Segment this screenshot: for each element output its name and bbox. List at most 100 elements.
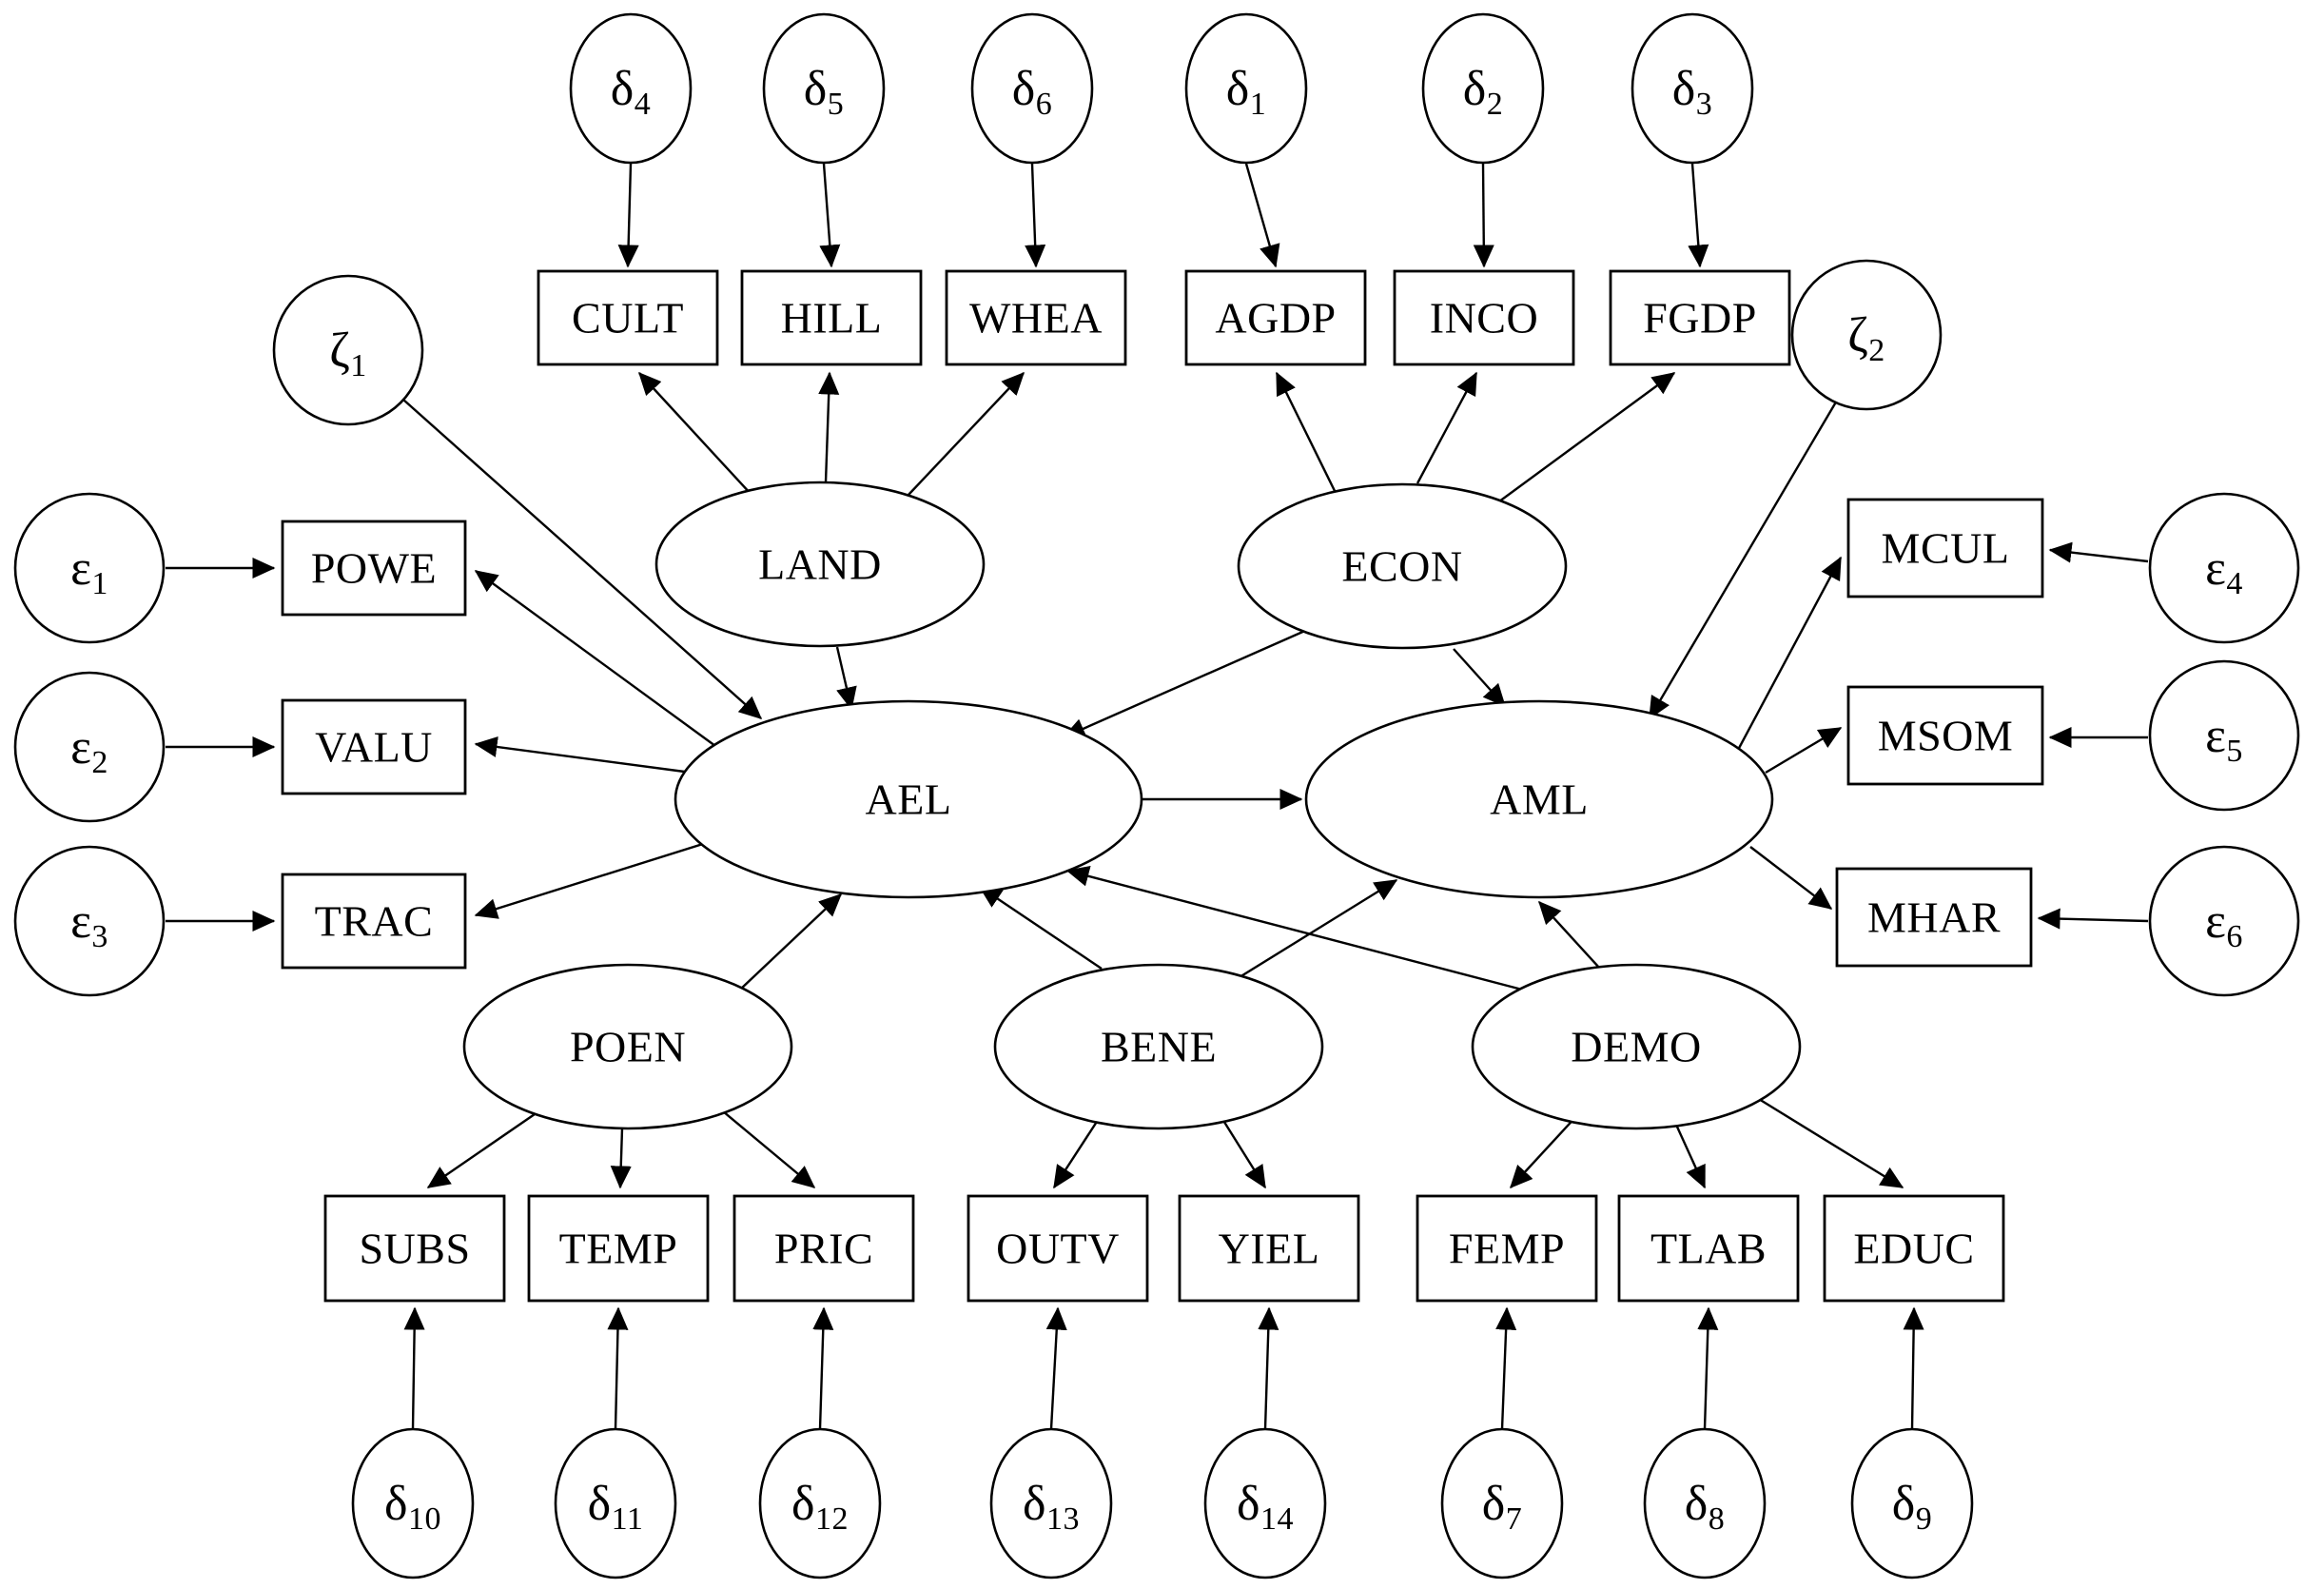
error-term-shape-e6 xyxy=(2148,845,2300,997)
observed-variable-whea: WHEA xyxy=(945,269,1127,366)
node-label-POWE: POWE xyxy=(311,544,437,593)
observed-variable-hill: HILL xyxy=(740,269,923,366)
node-label-OUTV: OUTV xyxy=(996,1225,1120,1273)
node-label-d14: δ14 xyxy=(1237,1477,1294,1537)
observed-variable-fgdp: FGDP xyxy=(1609,269,1791,366)
node-label-FGDP: FGDP xyxy=(1643,294,1757,343)
node-label-d8: δ8 xyxy=(1685,1477,1726,1537)
observed-variable-outv: OUTV xyxy=(967,1194,1149,1303)
node-label-e3: ε3 xyxy=(70,894,108,954)
edges-layer xyxy=(166,163,2149,1430)
node-label-AGDP: AGDP xyxy=(1215,294,1336,343)
node-label-z2: ζ2 xyxy=(1847,308,1885,368)
edge-d12-to-PRIC xyxy=(812,1306,834,1430)
node-label-d11: δ11 xyxy=(588,1477,644,1537)
edge-d6-to-WHEA xyxy=(1025,163,1046,268)
disturbance-z1: ζ1 xyxy=(272,274,424,426)
node-label-d7: δ7 xyxy=(1482,1477,1523,1537)
observed-variable-shape-yiel xyxy=(1178,1194,1360,1303)
edge-DEMO-to-TLAB xyxy=(1674,1124,1707,1189)
disturbance-shape-z1 xyxy=(272,274,424,426)
edge-ECON-to-FGDP xyxy=(1494,372,1676,505)
node-label-e5: ε5 xyxy=(2205,709,2243,769)
edge-d10-to-SUBS xyxy=(403,1306,425,1430)
edge-DEMO-to-AEL xyxy=(1065,866,1523,991)
latent-variable-shape-aml xyxy=(1304,699,1774,899)
observed-variable-subs: SUBS xyxy=(323,1194,506,1303)
observed-variable-yiel: YIEL xyxy=(1178,1194,1360,1303)
node-label-d12: δ12 xyxy=(791,1477,849,1537)
error-term-shape-e5 xyxy=(2148,659,2300,812)
error-term-shape-e2 xyxy=(13,671,166,823)
observed-variable-trac: TRAC xyxy=(281,873,467,970)
error-term-d11: δ11 xyxy=(554,1427,677,1579)
node-label-e4: ε4 xyxy=(2205,541,2243,601)
error-term-d10: δ10 xyxy=(351,1427,475,1579)
error-term-e4: ε4 xyxy=(2148,492,2300,644)
observed-variable-shape-cult xyxy=(537,269,719,366)
error-term-d9: δ9 xyxy=(1850,1427,1974,1579)
node-label-HILL: HILL xyxy=(781,294,883,343)
latent-variable-shape-demo xyxy=(1471,963,1802,1130)
node-label-z1: ζ1 xyxy=(329,324,367,383)
latent-variable-shape-land xyxy=(654,481,986,648)
error-term-d8: δ8 xyxy=(1643,1427,1767,1579)
observed-variable-shape-msom xyxy=(1846,685,2044,786)
observed-variable-shape-tlab xyxy=(1617,1194,1800,1303)
error-term-shape-d12 xyxy=(758,1427,882,1579)
error-term-d3: δ3 xyxy=(1631,12,1754,165)
latent-variable-aml: AML xyxy=(1304,699,1774,899)
latent-variable-poen: POEN xyxy=(462,963,793,1130)
edge-e6-to-MHAR xyxy=(2037,908,2149,930)
error-term-d12: δ12 xyxy=(758,1427,882,1579)
error-term-shape-d9 xyxy=(1850,1427,1974,1579)
disturbance-z2: ζ2 xyxy=(1790,259,1943,411)
edge-POEN-to-TEMP xyxy=(610,1128,632,1189)
node-label-BENE: BENE xyxy=(1101,1023,1217,1071)
observed-variable-tlab: TLAB xyxy=(1617,1194,1800,1303)
edge-POEN-to-PRIC xyxy=(711,1101,816,1188)
latent-variable-ael: AEL xyxy=(674,699,1143,899)
error-term-shape-d6 xyxy=(970,12,1094,165)
edge-d11-to-TEMP xyxy=(607,1306,629,1430)
edge-AEL-to-TRAC xyxy=(474,841,707,919)
error-term-shape-e4 xyxy=(2148,492,2300,644)
error-term-shape-d11 xyxy=(554,1427,677,1579)
error-term-shape-d2 xyxy=(1421,12,1545,165)
edge-POEN-to-AEL xyxy=(739,893,843,991)
node-label-d3: δ3 xyxy=(1672,62,1713,122)
edge-LAND-to-WHEA xyxy=(908,371,1025,496)
observed-variable-mhar: MHAR xyxy=(1835,867,2033,968)
edge-z2-to-AML xyxy=(1648,393,1843,720)
latent-variable-econ: ECON xyxy=(1237,482,1568,650)
node-label-ECON: ECON xyxy=(1341,542,1462,591)
node-label-e1: ε1 xyxy=(70,541,108,601)
node-label-MCUL: MCUL xyxy=(1882,524,2010,573)
edge-z1-to-AEL xyxy=(402,399,763,719)
edge-d9-to-EDUC xyxy=(1903,1306,1924,1430)
observed-variable-shape-outv xyxy=(967,1194,1149,1303)
edge-AML-to-MHAR xyxy=(1749,846,1833,910)
error-term-d14: δ14 xyxy=(1203,1427,1327,1579)
observed-variable-shape-valu xyxy=(281,698,467,795)
edge-LAND-to-HILL xyxy=(818,371,840,483)
latent-variable-shape-poen xyxy=(462,963,793,1130)
error-term-e2: ε2 xyxy=(13,671,166,823)
node-label-LAND: LAND xyxy=(758,540,882,589)
edge-e4-to-MCUL xyxy=(2048,541,2149,563)
edge-ECON-to-AGDP xyxy=(1275,371,1339,498)
error-term-e6: ε6 xyxy=(2148,845,2300,997)
edge-d5-to-HILL xyxy=(819,163,841,268)
error-term-shape-d10 xyxy=(351,1427,475,1579)
latent-variable-land: LAND xyxy=(654,481,986,648)
edge-DEMO-to-AML xyxy=(1538,900,1601,970)
node-label-TLAB: TLAB xyxy=(1650,1225,1767,1273)
edge-ECON-to-AEL xyxy=(1062,628,1308,739)
edge-DEMO-to-EDUC xyxy=(1753,1094,1904,1189)
observed-variable-valu: VALU xyxy=(281,698,467,795)
edge-POEN-to-SUBS xyxy=(426,1103,551,1188)
error-term-shape-d7 xyxy=(1440,1427,1564,1579)
observed-variable-educ: EDUC xyxy=(1823,1194,2005,1303)
node-label-FEMP: FEMP xyxy=(1449,1225,1565,1273)
